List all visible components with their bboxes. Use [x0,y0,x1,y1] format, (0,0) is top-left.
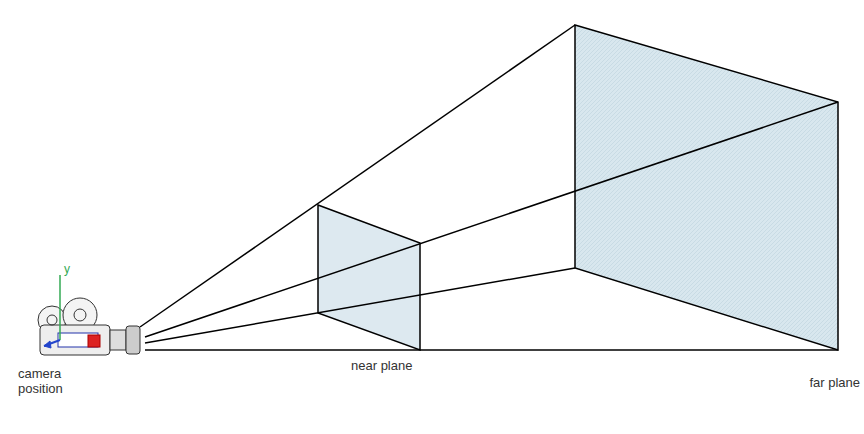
plane-label: near plane [351,358,412,373]
axis-label: y [64,262,84,277]
near-plane [318,205,420,350]
camera-label: camera position [18,366,78,396]
camera-icon [38,275,140,355]
frustum-edges [140,25,838,350]
plane-label: far plane [809,375,860,390]
far-plane [575,25,838,350]
